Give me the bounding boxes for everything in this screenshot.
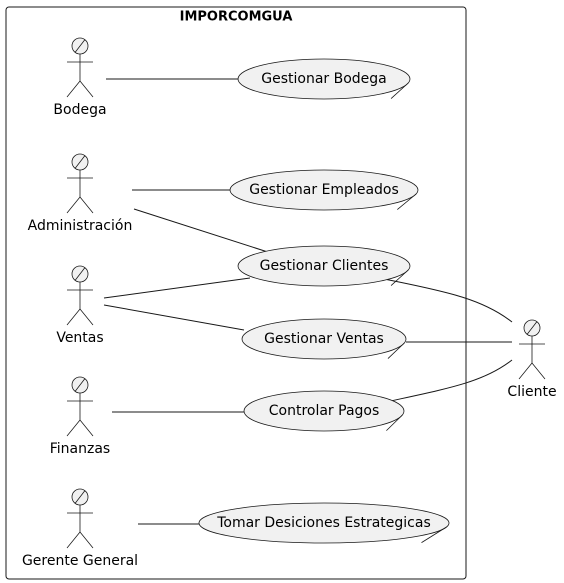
use-case-ellipse bbox=[241, 318, 407, 360]
actor-label: Cliente bbox=[507, 384, 556, 400]
stick-figure-icon bbox=[66, 488, 94, 549]
actor-label: Bodega bbox=[53, 102, 106, 118]
use-case-ellipse bbox=[237, 245, 411, 287]
stick-figure-icon bbox=[66, 37, 94, 98]
associations-layer bbox=[103, 78, 513, 525]
use-case-label: Gestionar Clientes bbox=[260, 258, 389, 274]
use-case-gestionar-clientes[interactable]: Gestionar Clientes bbox=[237, 245, 411, 287]
use-case-gestionar-ventas[interactable]: Gestionar Ventas bbox=[241, 318, 407, 360]
actor-ventas[interactable]: Ventas bbox=[56, 265, 104, 346]
actor-bodega[interactable]: Bodega bbox=[53, 37, 107, 118]
actor-label: Administración bbox=[28, 218, 133, 234]
use-case-label: Gestionar Empleados bbox=[249, 182, 399, 198]
use-case-ellipse bbox=[198, 502, 450, 544]
association-line-ventas-gestionar-clientes bbox=[103, 277, 251, 299]
use-case-ellipse bbox=[229, 169, 419, 211]
system-boundary bbox=[5, 6, 467, 580]
use-case-ellipse bbox=[243, 390, 405, 432]
association-line-ventas-gestionar-ventas bbox=[103, 304, 245, 331]
business-slash-mark bbox=[390, 82, 409, 99]
actor-label: Gerente General bbox=[22, 553, 138, 569]
actor-cliente[interactable]: Cliente bbox=[507, 319, 557, 400]
business-slash-mark bbox=[386, 414, 403, 431]
use-case-gestionar-empleados[interactable]: Gestionar Empleados bbox=[229, 169, 419, 211]
use-case-label: Gestionar Ventas bbox=[264, 331, 384, 347]
actor-label: Finanzas bbox=[50, 441, 110, 457]
use-case-gestionar-bodega[interactable]: Gestionar Bodega bbox=[237, 58, 411, 100]
business-slash-mark bbox=[387, 342, 405, 359]
actor-label: Ventas bbox=[56, 330, 103, 346]
system-boundary-title: IMPORCOMGUA bbox=[180, 10, 293, 25]
use-case-label: Gestionar Bodega bbox=[261, 71, 387, 87]
association-line-administracion-gestionar-clientes bbox=[133, 208, 275, 255]
use-case-tomar-desiciones[interactable]: Tomar Desiciones Estrategicas bbox=[198, 502, 450, 544]
actor-gerente-general[interactable]: Gerente General bbox=[22, 488, 138, 569]
use-case-label: Tomar Desiciones Estrategicas bbox=[216, 515, 431, 531]
stick-figure-icon bbox=[66, 376, 94, 437]
association-line-controlar-pagos-cliente bbox=[385, 359, 513, 403]
business-slash-mark bbox=[390, 269, 409, 286]
stick-figure-icon bbox=[66, 265, 94, 326]
stick-figure-icon bbox=[66, 153, 94, 214]
actor-administracion[interactable]: Administración bbox=[28, 153, 133, 234]
actor-finanzas[interactable]: Finanzas bbox=[50, 376, 110, 457]
use-case-controlar-pagos[interactable]: Controlar Pagos bbox=[243, 390, 405, 432]
use-case-ellipse bbox=[237, 58, 411, 100]
business-slash-mark bbox=[421, 526, 447, 543]
stick-figure-icon bbox=[518, 319, 546, 380]
use-case-label: Controlar Pagos bbox=[269, 403, 380, 419]
association-line-gestionar-clientes-cliente bbox=[383, 278, 513, 323]
business-slash-mark bbox=[397, 193, 417, 210]
actors-layer: BodegaAdministraciónVentasFinanzasGerent… bbox=[22, 37, 557, 569]
